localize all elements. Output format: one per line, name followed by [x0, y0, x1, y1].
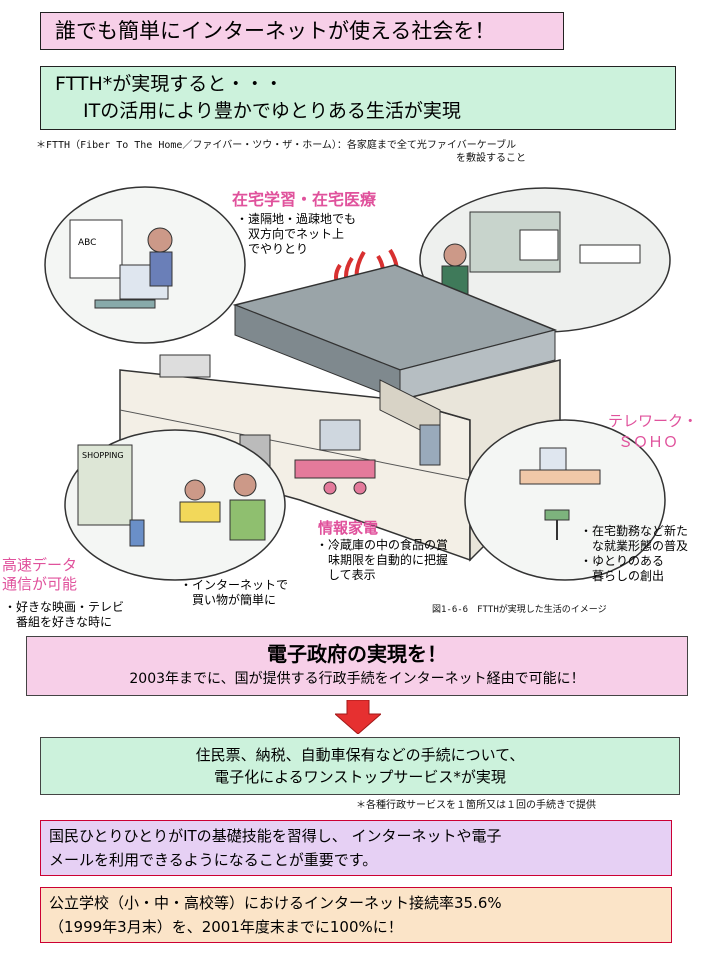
telework-label-line: ＳＯＨＯ — [618, 433, 679, 451]
remote-desc-line: ・遠隔地・過疎地でも — [236, 212, 357, 226]
egov-box: 電子政府の実現を！ 2003年までに、国が提供する行政手続をインターネット経由で… — [26, 636, 688, 696]
egov-title: 電子政府の実現を！ — [267, 642, 447, 666]
highspeed-label: 高速データ 通信が可能 — [2, 556, 77, 594]
literacy-box: 国民ひとりひとりがITの基礎技能を習得し、 インターネットや電子 メールを利用で… — [40, 820, 672, 876]
telework-desc-line: ・ゆとりのある — [580, 554, 665, 568]
highspeed-desc-line: 番組を好きな時に — [4, 615, 113, 629]
telework-desc-line: ・在宅勤務など新た — [580, 524, 689, 538]
page-title: 誰でも簡単にインターネットが使える社会を！ — [55, 19, 496, 43]
onestop-line2: 電子化によるワンストップサービス*が実現 — [214, 768, 506, 786]
shop-sign: SHOPPING — [82, 451, 124, 460]
egov-subtitle: 2003年までに、国が提供する行政手続をインターネット経由で可能に！ — [129, 671, 585, 687]
appliance-label: 情報家電 — [318, 519, 379, 537]
page-title-box: 誰でも簡単にインターネットが使える社会を！ — [40, 12, 564, 50]
onestop-footnote: ＊各種行政サービスを１箇所又は１回の手続きで提供 — [356, 800, 596, 811]
telework-desc: ・在宅勤務など新た な就業形態の普及 ・ゆとりのある 暮らしの創出 — [580, 524, 688, 584]
highspeed-desc: ・好きな映画・テレビ 番組を好きな時に — [4, 600, 124, 630]
ftth-illustration: ABC — [44, 186, 671, 581]
ftth-footnote-line1: ＊FTTH（Fiber To The Home／ファイバー・ツウ・ザ・ホーム）：… — [36, 140, 517, 151]
shopping-desc-line: 買い物が簡単に — [180, 593, 277, 607]
telework-desc-line: 暮らしの創出 — [580, 569, 665, 583]
ftth-box: FTTH*が実現すると・・・ ITの活用により豊かでゆとりある生活が実現 — [40, 66, 676, 130]
svg-text:ABC: ABC — [78, 238, 96, 248]
remote-medical-bubble — [419, 187, 671, 333]
shopping-desc-line: ・インターネットで — [180, 578, 289, 592]
onestop-line1: 住民票、納税、自動車保有などの手続について、 — [195, 746, 525, 764]
remote-desc: ・遠隔地・過疎地でも 双方向でネット上 でやりとり — [236, 212, 356, 257]
highspeed-label-line: 通信が可能 — [2, 575, 78, 593]
remote-study-bubble: ABC — [44, 186, 246, 344]
literacy-line1: 国民ひとりひとりがITの基礎技能を習得し、 インターネットや電子 — [49, 827, 502, 845]
school-box: 公立学校（小・中・高校等）におけるインターネット接続率35.6% （1999年3… — [40, 887, 672, 943]
ftth-line1: FTTH*が実現すると・・・ — [55, 73, 284, 95]
telework-desc-line: な就業形態の普及 — [580, 539, 689, 553]
telework-label-line: テレワーク・ — [608, 412, 698, 430]
appliance-desc-line: して表示 — [316, 568, 376, 582]
school-line1: 公立学校（小・中・高校等）におけるインターネット接続率35.6% — [49, 894, 502, 912]
appliance-desc: ・冷蔵庫の中の食品の賞 味期限を自動的に把握 して表示 — [316, 538, 448, 583]
remote-desc-line: 双方向でネット上 — [236, 227, 345, 241]
school-line2: （1999年3月末）を、2001年度末までに100%に！ — [49, 918, 403, 936]
onestop-box: 住民票、納税、自動車保有などの手続について、 電子化によるワンストップサービス*… — [40, 737, 680, 795]
appliance-desc-line: 味期限を自動的に把握 — [316, 553, 449, 567]
down-arrow-icon — [335, 700, 381, 734]
ftth-line2: ITの活用により豊かでゆとりある生活が実現 — [83, 100, 461, 122]
telework-bubble — [464, 419, 666, 581]
ftth-footnote-line2: を敷設すること — [456, 153, 526, 164]
remote-label: 在宅学習・在宅医療 — [232, 190, 377, 209]
literacy-line2: メールを利用できるようになることが重要です。 — [49, 851, 378, 869]
highspeed-label-line: 高速データ — [2, 556, 78, 574]
telework-label: テレワーク・ ＳＯＨＯ — [608, 410, 698, 452]
ftth-footnote: ＊FTTH（Fiber To The Home／ファイバー・ツウ・ザ・ホーム）：… — [36, 139, 686, 165]
shopping-bubble: SHOPPING — [64, 429, 286, 581]
appliance-desc-line: ・冷蔵庫の中の食品の賞 — [316, 538, 449, 552]
highspeed-desc-line: ・好きな映画・テレビ — [4, 600, 125, 614]
remote-desc-line: でやりとり — [236, 242, 309, 256]
shopping-desc: ・インターネットで 買い物が簡単に — [180, 578, 288, 608]
figure-caption: 図1-6-6 FTTHが実現した生活のイメージ — [432, 605, 607, 615]
